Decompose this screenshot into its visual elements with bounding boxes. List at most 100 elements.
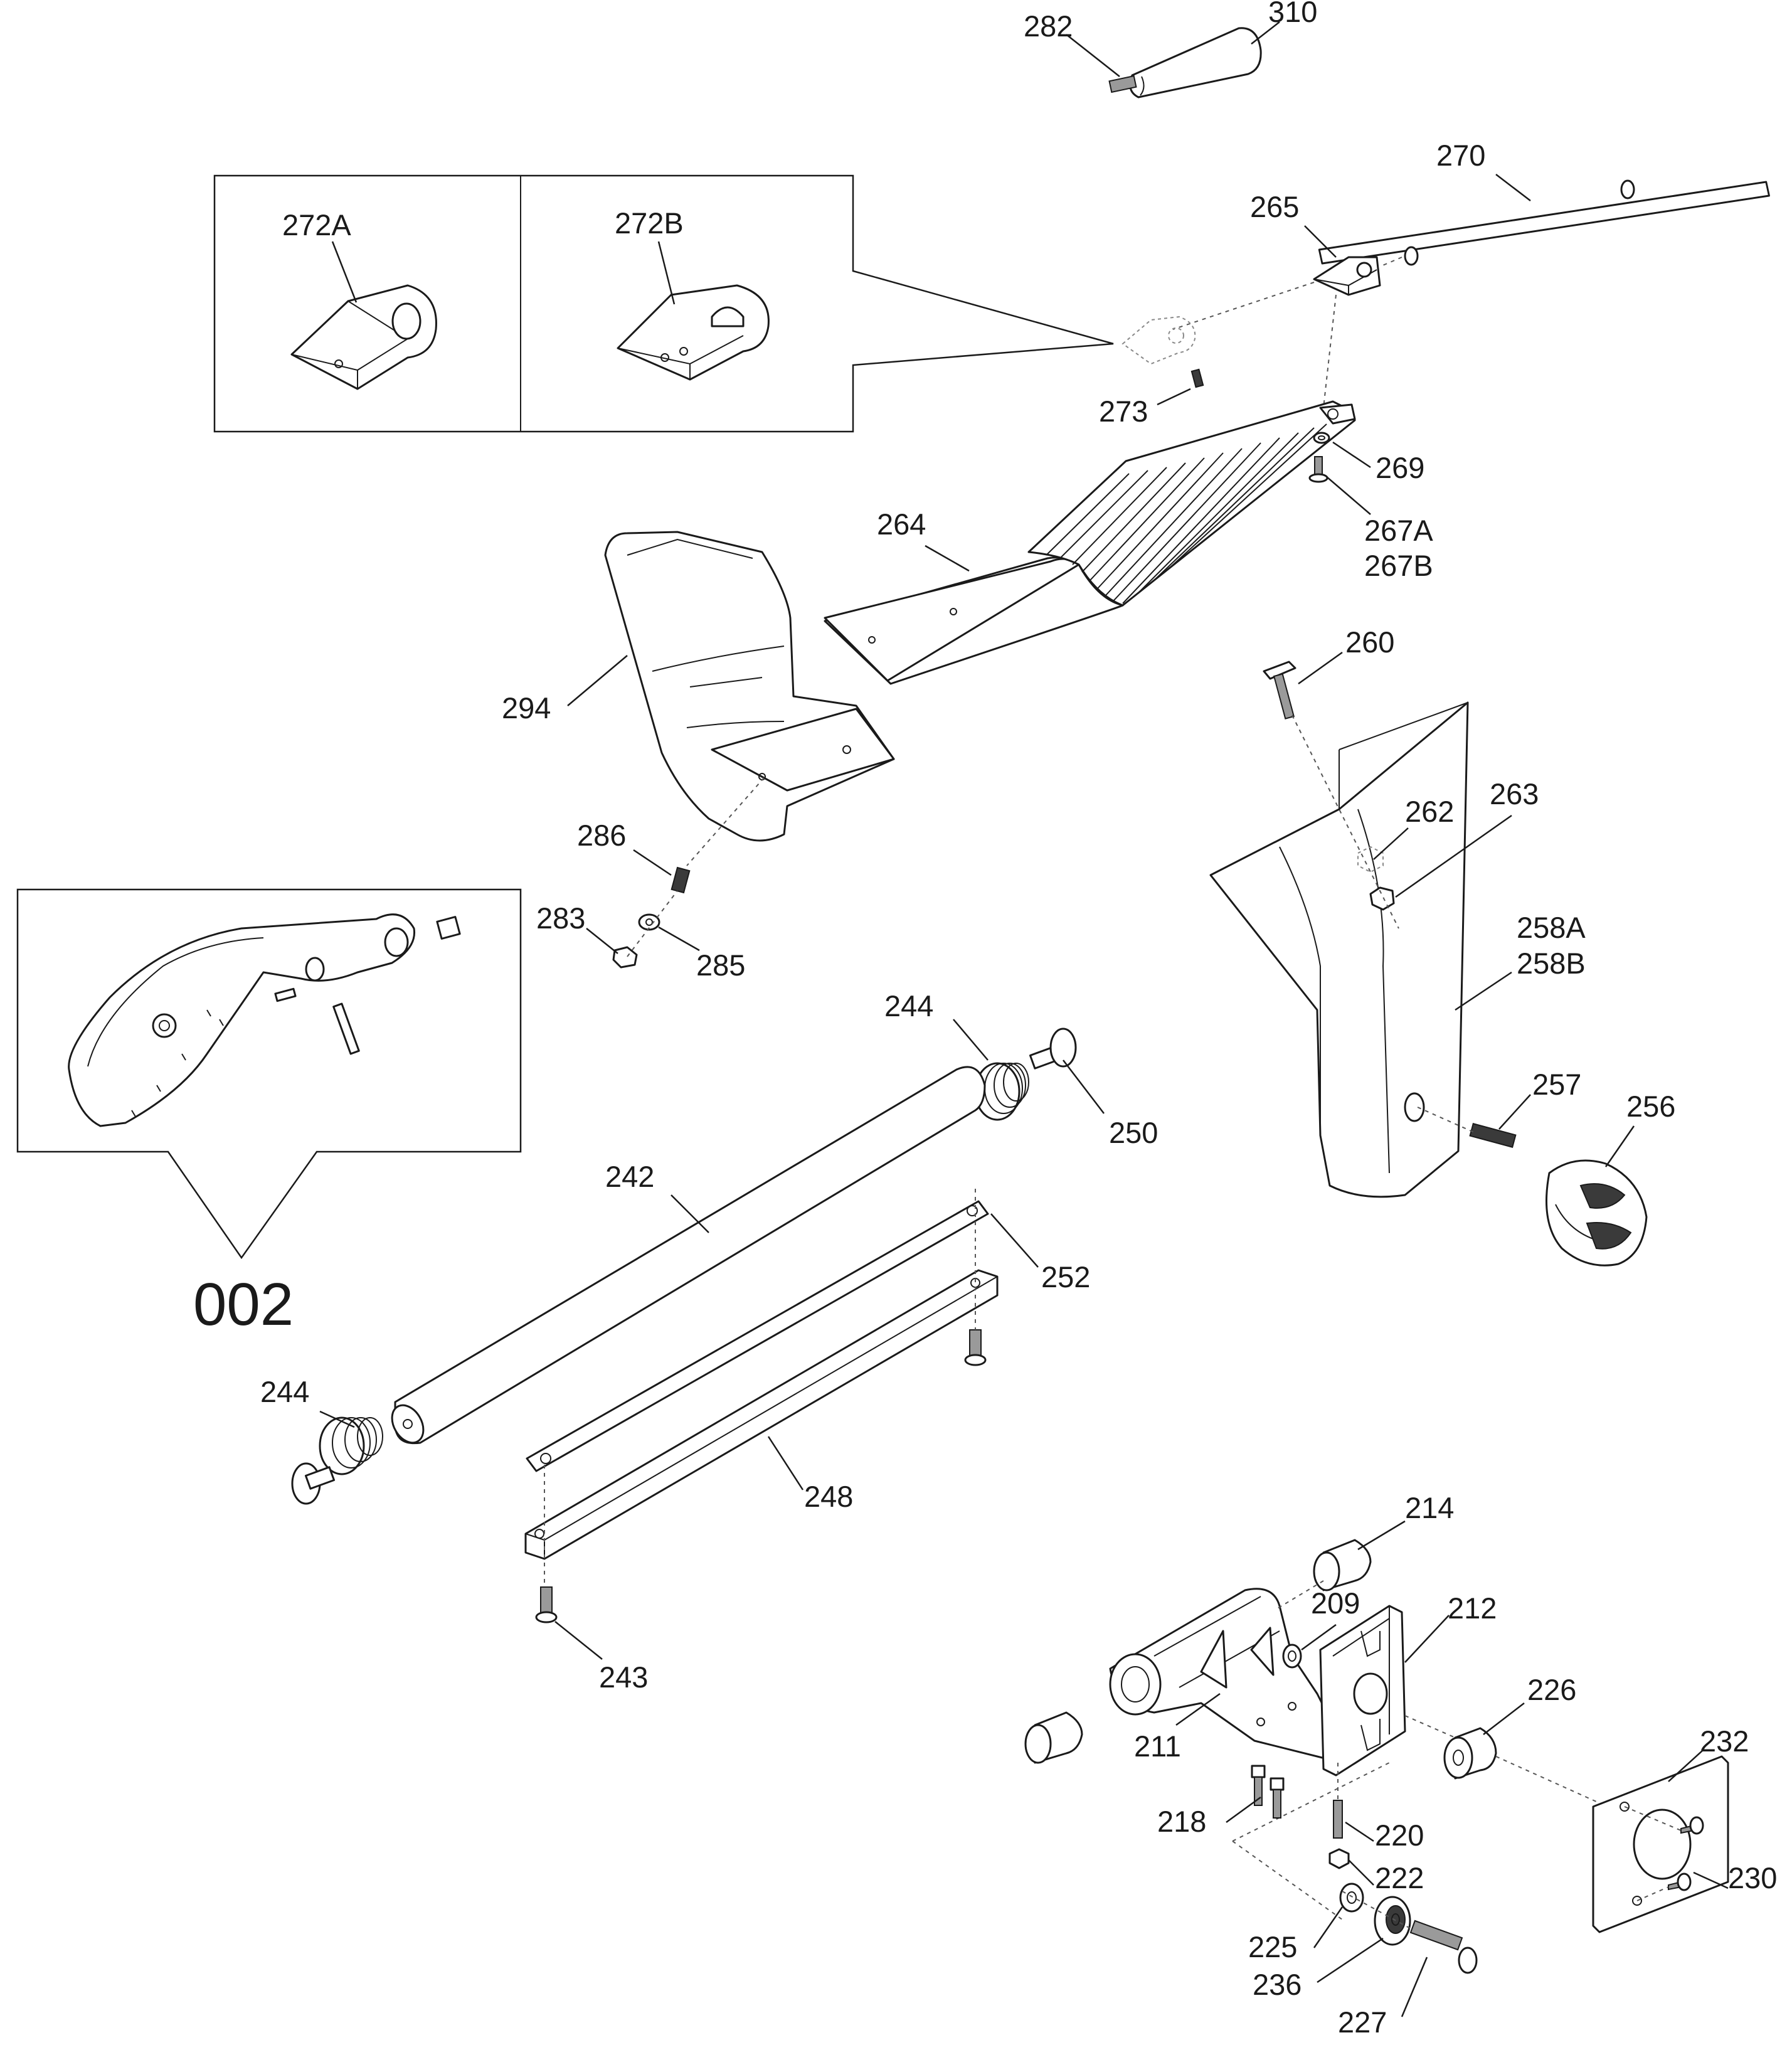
leader-244-lower [319, 1410, 355, 1428]
nut-part-283 [612, 946, 638, 969]
callout-218: 218 [1157, 1805, 1206, 1838]
callout-220: 220 [1375, 1819, 1424, 1852]
callout-257: 257 [1532, 1068, 1581, 1101]
assembly-ref-002: 002 [193, 1271, 294, 1338]
cover-plate-part-232 [1592, 1755, 1729, 1933]
callout-267a: 267A [1364, 514, 1433, 547]
leader-230 [1693, 1871, 1729, 1889]
leader-263 [1395, 814, 1512, 898]
callout-244-upper: 244 [884, 989, 933, 1023]
callout-227: 227 [1338, 2005, 1387, 2039]
callout-226: 226 [1527, 1673, 1576, 1706]
leader-252 [990, 1213, 1039, 1268]
axis-rod-block [1379, 257, 1402, 267]
leader-243 [554, 1621, 603, 1660]
leader-212 [1404, 1615, 1450, 1663]
leader-310 [1251, 21, 1280, 45]
callout-225: 225 [1248, 1930, 1297, 1963]
ring-part-209 [1282, 1644, 1302, 1669]
axis-fasteners-286 [627, 890, 678, 957]
callout-214: 214 [1405, 1491, 1454, 1524]
bushing-part-226 [1443, 1727, 1497, 1780]
bolt-part-227 [1409, 1920, 1478, 1974]
leader-250 [1063, 1060, 1105, 1114]
housing-part-258 [1209, 701, 1469, 1198]
callout-248: 248 [804, 1480, 853, 1513]
callout-262: 262 [1405, 795, 1454, 828]
shield-part-294 [604, 531, 895, 842]
pin-part-lower [291, 1462, 336, 1505]
leader-225 [1313, 1906, 1344, 1948]
leader-232 [1668, 1750, 1704, 1782]
callout-232: 232 [1700, 1724, 1749, 1758]
leader-265 [1304, 225, 1337, 258]
leader-262 [1373, 827, 1409, 860]
block-variant-272a [290, 284, 437, 390]
rod-part-270 [1318, 179, 1770, 266]
screw-part-243-right [964, 1329, 987, 1366]
axis-bushing-upper [1276, 1580, 1324, 1610]
strip-part-252 [526, 1200, 989, 1472]
leader-269 [1332, 441, 1371, 469]
axis-block-down [1323, 294, 1337, 408]
bushing-part-214-lower [1024, 1711, 1083, 1764]
callout-258a: 258A [1517, 911, 1586, 944]
leader-211 [1175, 1692, 1221, 1726]
nut-part-222 [1328, 1848, 1350, 1869]
leader-226 [1483, 1702, 1525, 1735]
leader-272a [331, 241, 358, 303]
stud-part-257 [1469, 1123, 1517, 1148]
callout-283: 283 [536, 901, 585, 935]
knob-part-256 [1545, 1159, 1648, 1267]
callout-209: 209 [1311, 1586, 1360, 1620]
leader-220 [1345, 1821, 1374, 1842]
block-ghost-position [1121, 316, 1196, 365]
callout-263: 263 [1490, 777, 1539, 810]
leader-282 [1066, 34, 1120, 77]
callout-252: 252 [1041, 1260, 1090, 1293]
callout-269: 269 [1376, 451, 1424, 484]
pin-part-220 [1333, 1800, 1343, 1839]
nut-part-262 [1357, 846, 1384, 873]
axis-bolt-260 [1291, 714, 1399, 929]
nut-part-263 [1369, 886, 1395, 911]
guard-assembly-sketch [68, 913, 461, 1127]
axis-bearing [1342, 1891, 1412, 1930]
screw-part-230-lower [1668, 1872, 1692, 1891]
screw-part-286 [671, 866, 691, 894]
callout-310: 310 [1268, 0, 1317, 28]
washer-part-269 [1313, 432, 1330, 444]
callout-272a: 272A [282, 208, 351, 242]
stud-part-282 [1108, 75, 1137, 93]
plate-part-212 [1319, 1605, 1406, 1777]
leader-283 [586, 928, 618, 954]
callout-282: 282 [1024, 9, 1073, 43]
leader-242 [671, 1194, 709, 1233]
leader-214 [1357, 1520, 1406, 1551]
spring-part-244-lower [319, 1416, 383, 1475]
leader-273 [1157, 388, 1191, 406]
leader-294 [567, 655, 628, 706]
leader-285 [658, 926, 700, 952]
handle-part-310 [1129, 27, 1262, 98]
callout-270: 270 [1436, 139, 1485, 172]
screw-part-243-left [535, 1586, 558, 1623]
callout-260: 260 [1345, 625, 1394, 659]
callout-294: 294 [502, 691, 551, 725]
callout-264: 264 [877, 507, 926, 541]
screw-part-218-b [1270, 1777, 1285, 1819]
leader-248 [767, 1436, 804, 1490]
leader-227 [1401, 1957, 1428, 2017]
plate-part-264 [824, 400, 1356, 685]
axis-cover-screws [1624, 1806, 1682, 1901]
callout-286: 286 [577, 819, 626, 852]
bearing-part-236 [1374, 1896, 1411, 1946]
leader-258 [1455, 971, 1512, 1011]
callout-236: 236 [1253, 1968, 1302, 2001]
screw-part-267 [1308, 456, 1328, 483]
leader-244-upper [953, 1019, 989, 1061]
leader-286 [633, 849, 672, 876]
callout-273: 273 [1099, 395, 1148, 428]
callout-212: 212 [1448, 1591, 1497, 1625]
